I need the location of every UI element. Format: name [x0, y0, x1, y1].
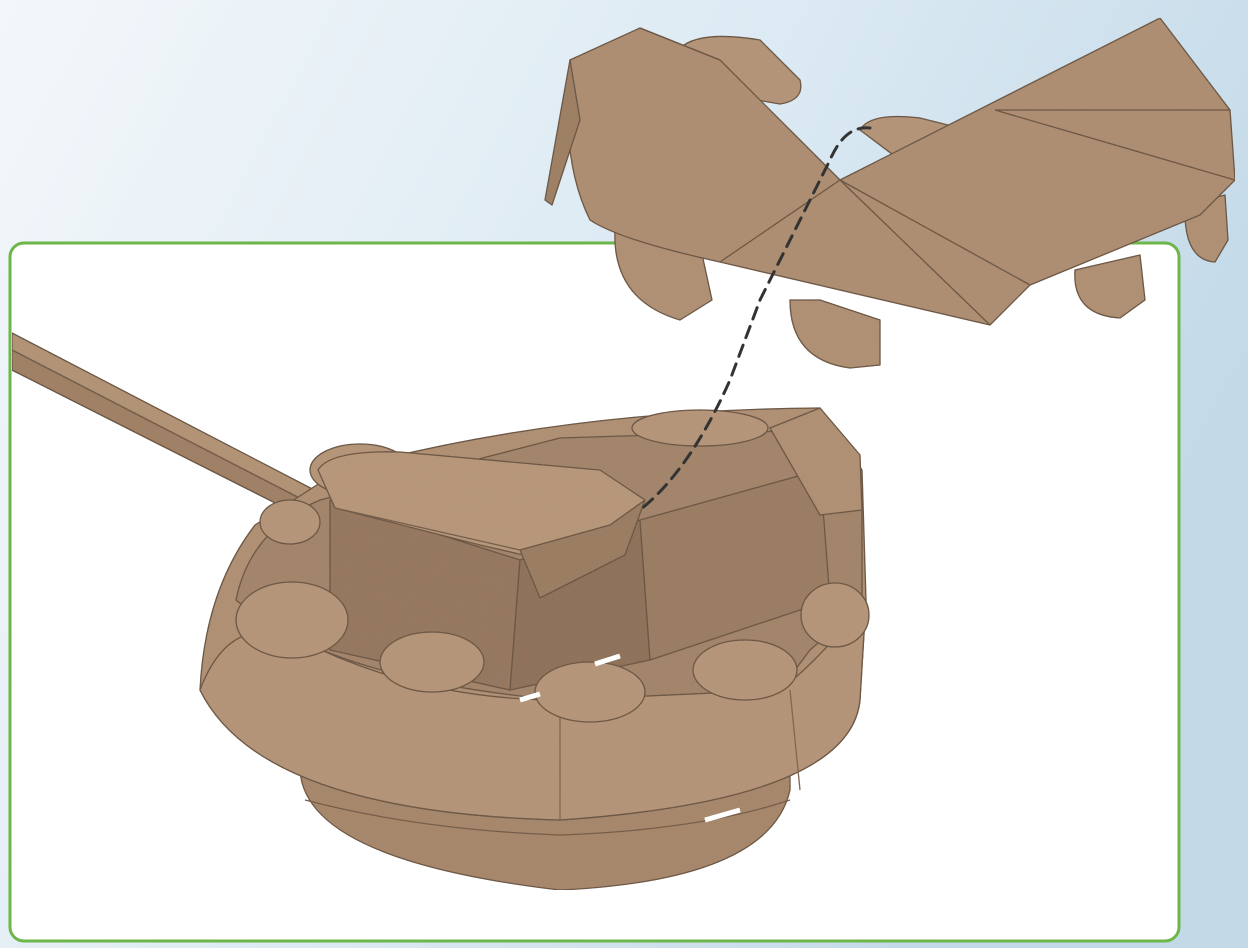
tab	[380, 632, 484, 692]
tab	[535, 662, 645, 722]
tab	[260, 500, 320, 544]
tab	[693, 640, 797, 700]
tab	[801, 583, 869, 647]
tab	[236, 582, 348, 658]
